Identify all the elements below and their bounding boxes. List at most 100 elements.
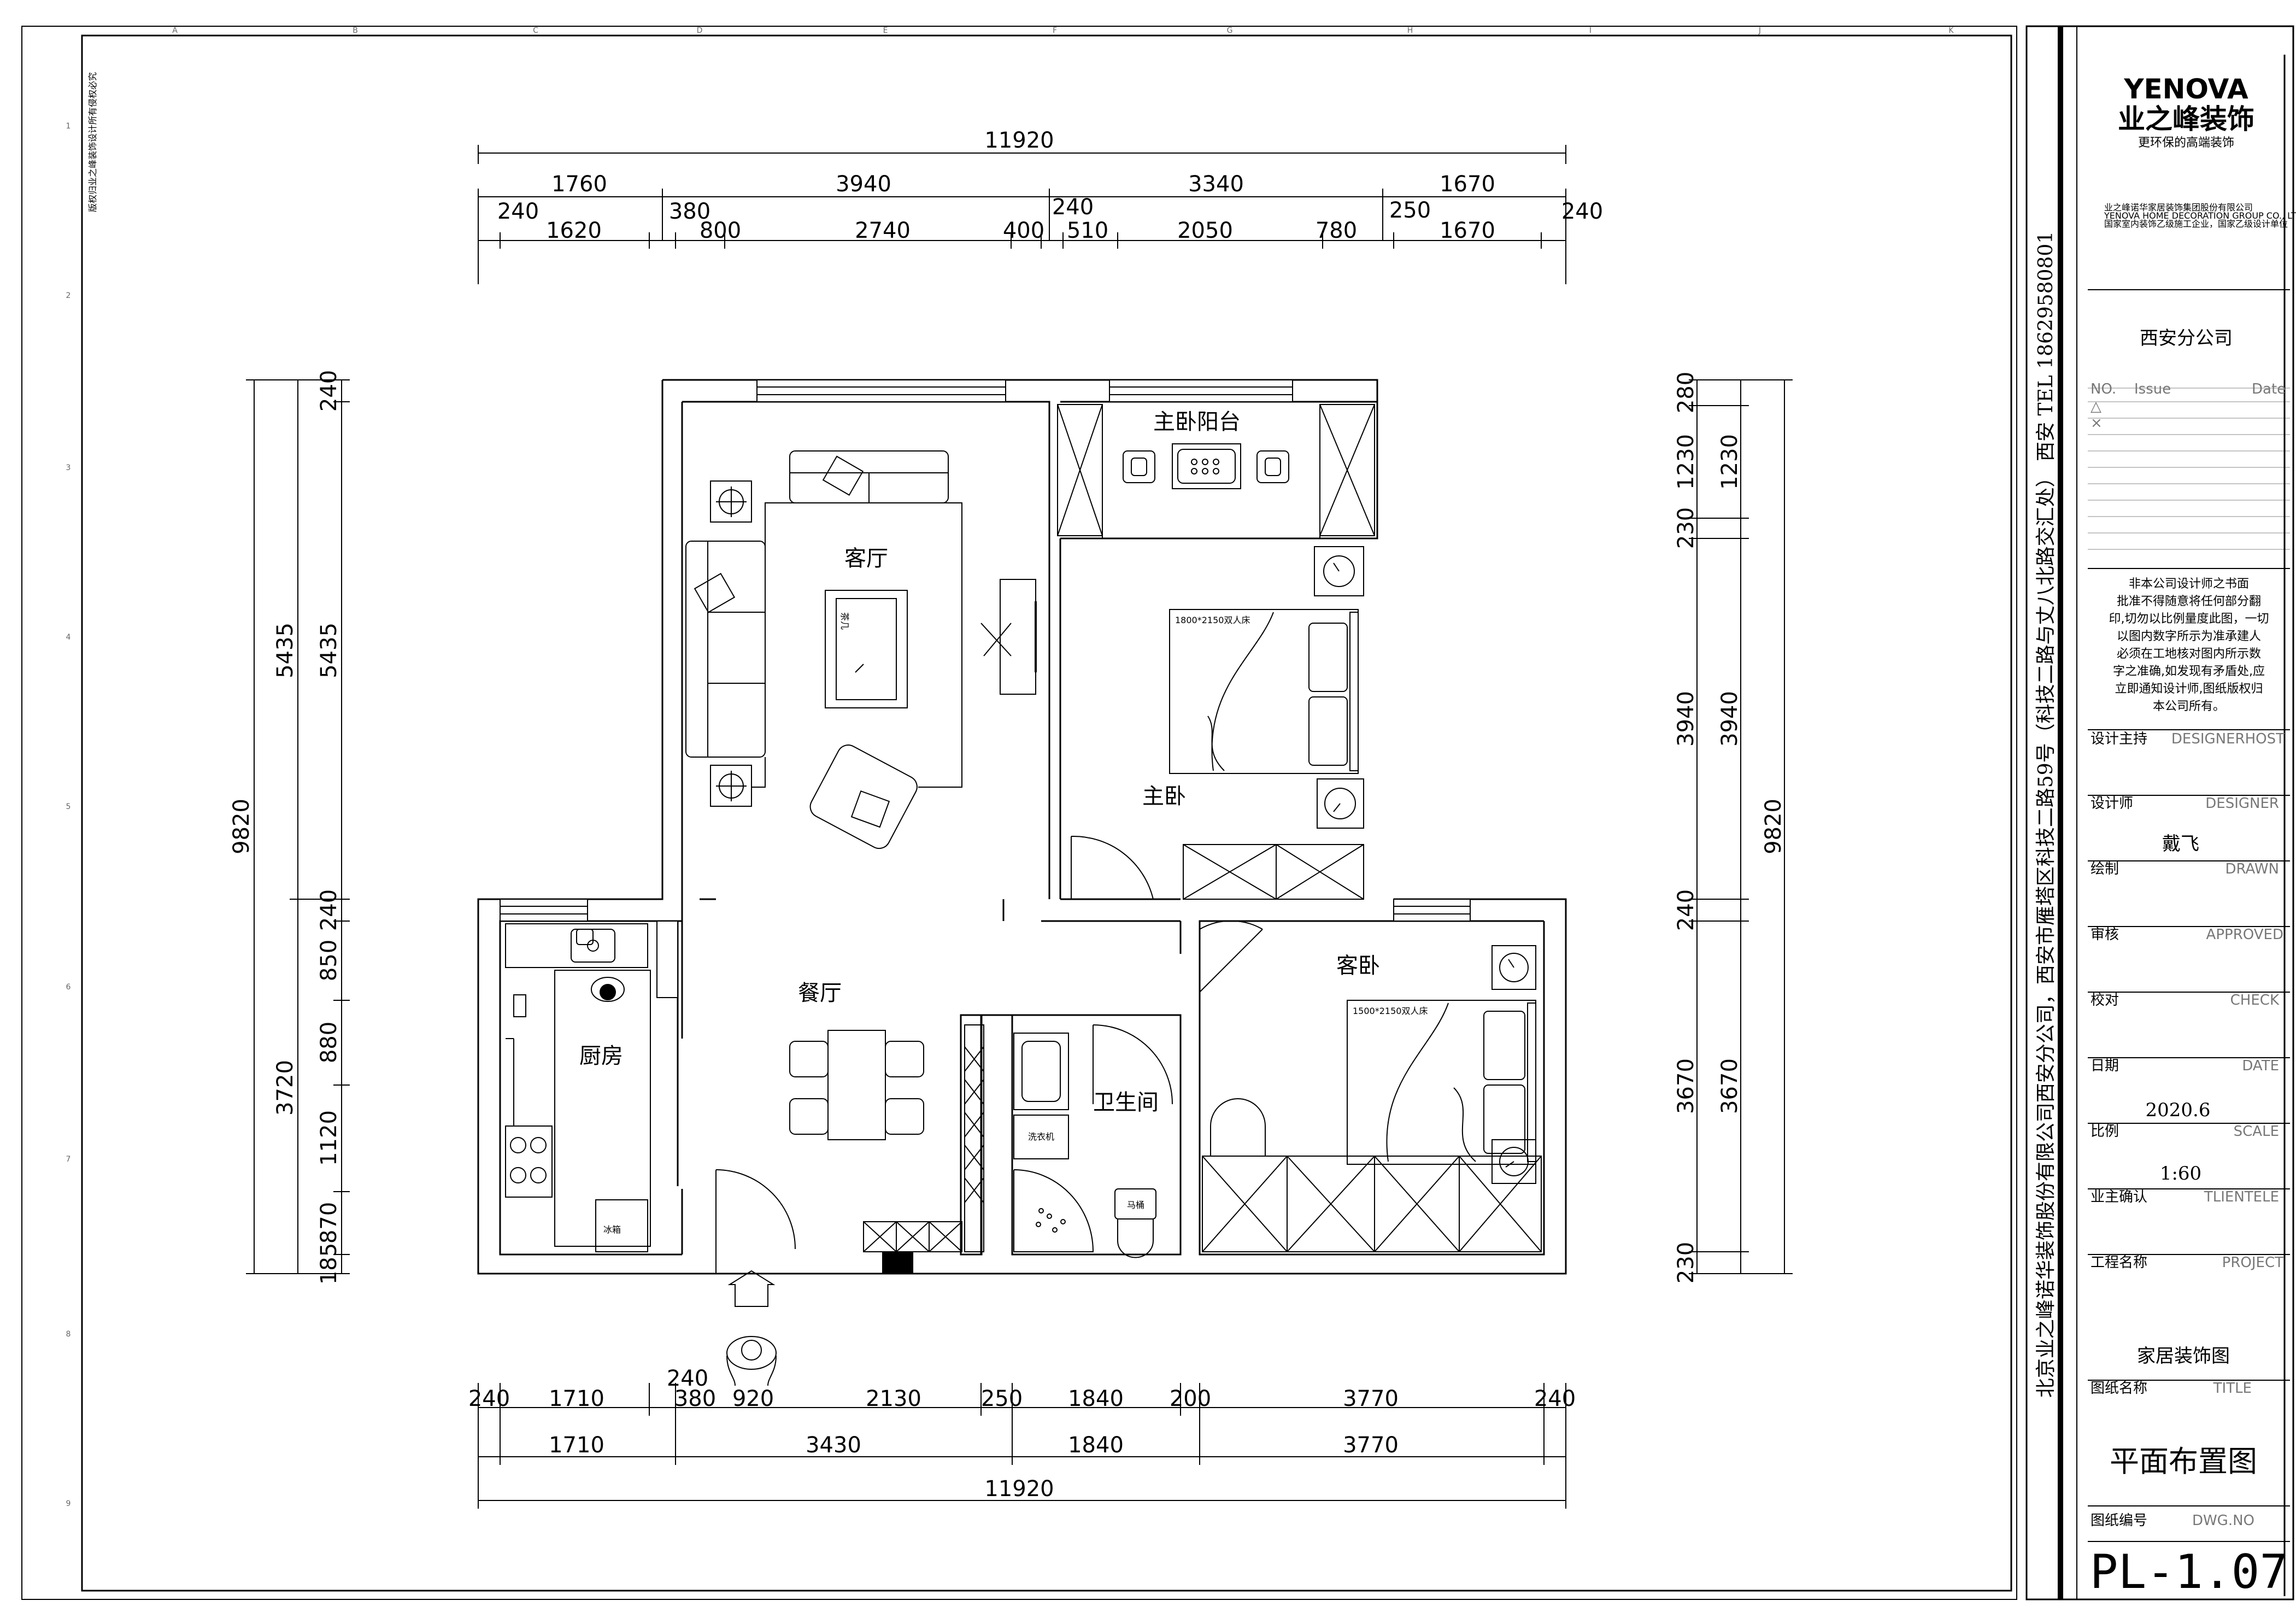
left-dimensions xyxy=(246,379,350,1274)
dim-bot-240b: 240 xyxy=(667,1366,708,1391)
dim-top-400: 400 xyxy=(1003,218,1044,243)
dim-top-1670: 1670 xyxy=(1440,172,1495,197)
dim-left-5435b: 5435 xyxy=(316,623,342,678)
field-dwgno-en: DWG.NO xyxy=(2192,1512,2254,1529)
room-dining: 餐厅 xyxy=(798,981,842,1006)
field-project-cn: 工程名称 xyxy=(2091,1254,2147,1271)
field-title-value: 平面布置图 xyxy=(2110,1444,2257,1479)
field-designerhost-en: DESIGNERHOST xyxy=(2171,731,2285,747)
dim-bot-1840b: 1840 xyxy=(1068,1433,1124,1458)
sheet-frame xyxy=(21,25,2294,1600)
dim-right-240: 240 xyxy=(1673,889,1699,931)
field-designer-en: DESIGNER xyxy=(2205,795,2279,812)
field-title-cn: 图纸名称 xyxy=(2091,1380,2147,1397)
master-bedroom-furniture xyxy=(1071,546,1364,900)
field-date-cn: 日期 xyxy=(2091,1058,2119,1074)
dim-right-1230b: 1230 xyxy=(1717,434,1742,490)
grid-reference: A B C D E F G H I J K 1 2 3 4 5 6 7 8 9 xyxy=(66,26,1954,1508)
kitchen-furniture xyxy=(505,923,651,1252)
grid-col-a: A xyxy=(172,26,178,35)
grid-col-j: J xyxy=(1758,26,1761,35)
dim-top-overall: 11920 xyxy=(984,128,1054,153)
dim-right-3670b: 3670 xyxy=(1717,1058,1742,1114)
dim-left-3720: 3720 xyxy=(273,1060,298,1116)
field-scale-en: SCALE xyxy=(2234,1123,2279,1140)
dim-bot-2130: 2130 xyxy=(866,1386,921,1411)
grid-row-5: 5 xyxy=(66,802,71,811)
brand-slogan: 更环保的高端装饰 xyxy=(2138,136,2234,150)
dim-bot-240c: 240 xyxy=(1534,1386,1576,1411)
room-guest-bedroom: 客卧 xyxy=(1336,953,1380,978)
field-drawn-cn: 绘制 xyxy=(2091,861,2119,877)
grid-col-f: F xyxy=(1053,26,1057,35)
top-dimensions xyxy=(478,145,1566,284)
field-project-en: PROJECT xyxy=(2222,1254,2283,1271)
dim-left-870: 870 xyxy=(316,1202,342,1244)
dim-left-850: 850 xyxy=(316,940,342,981)
issue-no: NO. xyxy=(2091,381,2116,397)
notice-line-6: 字之准确,如发现有矛盾处,应 xyxy=(2113,665,2265,678)
field-dwgno-cn: 图纸编号 xyxy=(2091,1512,2147,1529)
dim-right-9820: 9820 xyxy=(1761,799,1786,854)
fridge-label: 冰箱 xyxy=(603,1224,621,1235)
living-furniture xyxy=(685,450,1037,849)
title-block xyxy=(2088,55,2290,1596)
dim-left-240b: 240 xyxy=(316,889,342,931)
dim-bot-1710: 1710 xyxy=(549,1386,604,1411)
bottom-dimensions xyxy=(478,1383,1566,1509)
dim-top-1670b: 1670 xyxy=(1440,218,1495,243)
qualification: 国家室内装饰乙级施工企业，国家乙级设计单位 xyxy=(2104,219,2288,229)
dim-left-240a: 240 xyxy=(316,370,342,412)
grid-col-k: K xyxy=(1948,26,1954,35)
dim-right-280: 280 xyxy=(1673,372,1699,413)
dim-bot-overall: 11920 xyxy=(984,1476,1054,1502)
field-designerhost-cn: 设计主持 xyxy=(2091,731,2147,747)
grid-col-d: D xyxy=(697,26,703,35)
grid-col-e: E xyxy=(883,26,888,35)
field-scale-value: 1:60 xyxy=(2160,1163,2201,1185)
balcony-cabinets xyxy=(1057,404,1375,538)
dim-top-2740: 2740 xyxy=(855,218,911,243)
dim-top-1620: 1620 xyxy=(546,218,602,243)
field-dwgno-value: PL-1.07 xyxy=(2090,1545,2288,1599)
grid-row-3: 3 xyxy=(66,464,71,472)
dim-right-3940b: 3940 xyxy=(1717,691,1742,747)
issue-mark-1: △ xyxy=(2091,398,2101,415)
room-living: 客厅 xyxy=(844,546,888,571)
dim-right-3670a: 3670 xyxy=(1673,1058,1699,1114)
guest-bedroom-furniture xyxy=(1199,920,1542,1252)
grid-col-i: I xyxy=(1589,26,1592,35)
grid-row-1: 1 xyxy=(66,122,71,131)
room-master-bedroom: 主卧 xyxy=(1142,784,1186,809)
dim-top-3340: 3340 xyxy=(1188,172,1244,197)
dim-right-1230a: 1230 xyxy=(1673,434,1699,490)
walls xyxy=(477,379,1567,1275)
field-client-en: TLIENTELE xyxy=(2204,1189,2279,1205)
dim-bot-250: 250 xyxy=(981,1386,1023,1411)
dim-bot-1840: 1840 xyxy=(1068,1386,1124,1411)
bathroom-furniture xyxy=(1013,1024,1173,1258)
dim-left-9820: 9820 xyxy=(229,799,254,854)
right-dimensions xyxy=(1689,379,1793,1274)
dim-top-250: 250 xyxy=(1389,198,1431,223)
windows xyxy=(500,379,1471,1274)
room-bathroom: 卫生间 xyxy=(1093,1090,1159,1115)
dim-bot-1710b: 1710 xyxy=(549,1433,604,1458)
dim-bot-3430: 3430 xyxy=(806,1433,861,1458)
dim-top-380: 380 xyxy=(669,199,710,224)
dim-top-1760: 1760 xyxy=(551,172,607,197)
kitchen-person-icon xyxy=(591,977,625,1002)
room-kitchen: 厨房 xyxy=(579,1043,623,1069)
dim-right-3940a: 3940 xyxy=(1673,691,1699,747)
copyright-side-text: 版权归业之峰装饰设计所有侵权必究 xyxy=(87,72,98,212)
dim-left-880: 880 xyxy=(316,1022,342,1063)
dim-bot-200: 200 xyxy=(1170,1386,1211,1411)
dim-right-230a: 230 xyxy=(1673,507,1699,549)
dim-bot-920: 920 xyxy=(732,1386,774,1411)
field-check-cn: 校对 xyxy=(2091,992,2119,1009)
entry-person-icon xyxy=(726,1336,777,1386)
grid-col-b: B xyxy=(353,26,358,35)
grid-col-h: H xyxy=(1407,26,1413,35)
dim-top-240c: 240 xyxy=(1561,199,1603,224)
branch-name: 西安分公司 xyxy=(2140,327,2233,349)
